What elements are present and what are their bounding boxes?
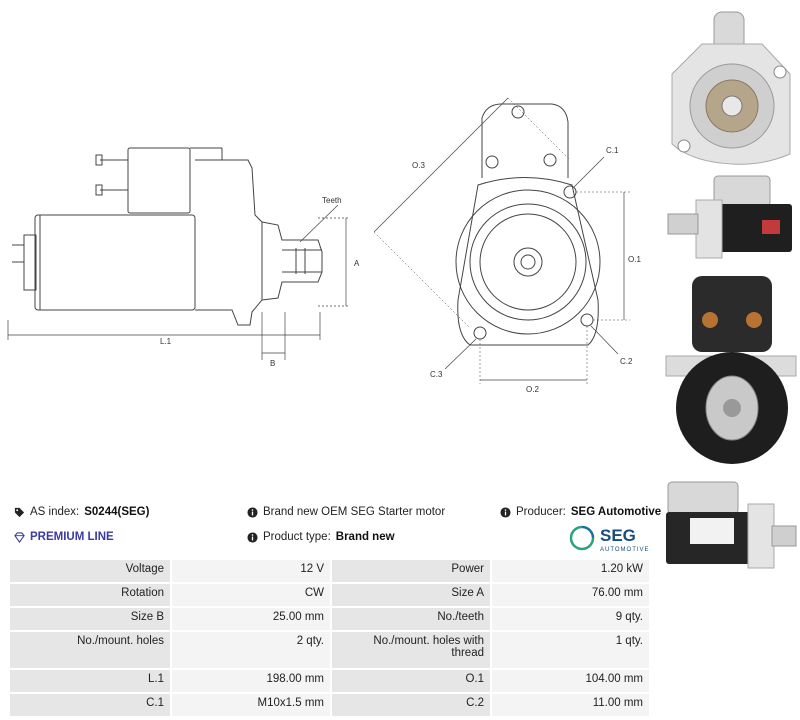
label-c2: C.2 [620,357,633,366]
motor-body [34,214,196,311]
as-index-label: AS index: [30,506,80,518]
spec-key: O.1 [330,668,492,694]
table-row: Voltage 12 V Power 1.20 kW [8,558,651,584]
label-a: A [354,259,360,268]
premium-line-text: PREMIUM LINE [30,531,114,543]
logo-text: SEG [600,526,636,545]
seg-automotive-logo: SEG AUTOMOTIVE [568,524,654,554]
producer: Producer: SEG Automotive [500,506,661,518]
flange-outline [457,177,599,346]
as-index-value: S0244(SEG) [84,506,150,518]
spec-key: No./teeth [330,606,492,632]
producer-value: SEG Automotive [570,506,662,518]
front-flange-photo[interactable] [662,4,800,169]
product-photos [662,0,800,580]
spec-key: C.1 [8,692,172,718]
rear-cover-photo[interactable] [662,270,800,470]
spec-value: 25.00 mm [170,606,332,632]
side-photo-2[interactable] [662,474,800,574]
label-l1: L.1 [160,337,172,346]
label-o3: O.3 [412,161,425,170]
spec-key: Size A [330,582,492,608]
pinion [261,221,323,301]
producer-label: Producer: [516,506,566,518]
logo-subtext: AUTOMOTIVE [600,547,650,553]
as-index: AS index: S0244(SEG) [14,506,149,518]
spec-value: 1 qty. [490,630,651,670]
premium-line-badge: PREMIUM LINE [14,531,114,543]
hole-c2 [580,313,594,327]
tag-icon [14,507,25,517]
spec-table: Voltage 12 V Power 1.20 kW Rotation CW S… [8,558,651,718]
drive-housing [195,159,263,326]
product-type-label: Product type: [263,531,331,543]
table-row: C.1 M10x1.5 mm C.2 11.00 mm [8,692,651,718]
label-c1: C.1 [606,146,619,155]
dimension-o3-line [373,97,509,233]
spec-key: Rotation [8,582,172,608]
front-view [373,97,630,384]
label-o1: O.1 [628,255,641,264]
spec-value: 76.00 mm [490,582,651,608]
hole-c1 [563,185,577,199]
spec-value: CW [170,582,332,608]
solenoid [127,147,191,214]
end-cap [23,234,37,291]
starter-drawing-svg: Teeth A B L.1 O.3 C.1 O.1 C.2 C.3 O.2 [7,97,641,394]
product-type-value: Brand new [335,531,395,543]
description-text: Brand new OEM SEG Starter motor [263,506,446,518]
info-icon [247,531,258,543]
label-b: B [270,359,275,368]
label-teeth: Teeth [322,196,342,205]
label-o2: O.2 [526,385,539,394]
description: Brand new OEM SEG Starter motor [247,506,445,518]
spec-key: No./mount. holes [8,630,172,670]
spec-value: M10x1.5 mm [170,692,332,718]
side-view [7,147,350,360]
diamond-icon [14,531,25,543]
spec-value: 104.00 mm [490,668,651,694]
spec-key: C.2 [330,692,492,718]
flange-circle [455,189,601,335]
info-icon [500,506,511,518]
label-c3: C.3 [430,370,443,379]
solenoid-outline [481,103,569,178]
side-photo-1[interactable] [662,170,800,262]
table-row: No./mount. holes 2 qty. No./mount. holes… [8,630,651,670]
spec-key: Size B [8,606,172,632]
spec-value: 1.20 kW [490,558,651,584]
spec-key: L.1 [8,668,172,694]
table-row: L.1 198.00 mm O.1 104.00 mm [8,668,651,694]
spec-key: No./mount. holes with thread [330,630,492,670]
spec-key: Power [330,558,492,584]
spec-value: 9 qty. [490,606,651,632]
spec-value: 11.00 mm [490,692,651,718]
info-icon [247,506,258,518]
spec-value: 2 qty. [170,630,332,670]
product-info: AS index: S0244(SEG) PREMIUM LINE Brand … [14,504,661,554]
teeth-leader [299,204,339,243]
table-row: Size B 25.00 mm No./teeth 9 qty. [8,606,651,632]
technical-drawing: Teeth A B L.1 O.3 C.1 O.1 C.2 C.3 O.2 [7,97,641,394]
hole-c3 [473,326,487,340]
spec-value: 12 V [170,558,332,584]
spec-value: 198.00 mm [170,668,332,694]
spec-key: Voltage [8,558,172,584]
table-row: Rotation CW Size A 76.00 mm [8,582,651,608]
product-type: Product type: Brand new [247,531,395,543]
